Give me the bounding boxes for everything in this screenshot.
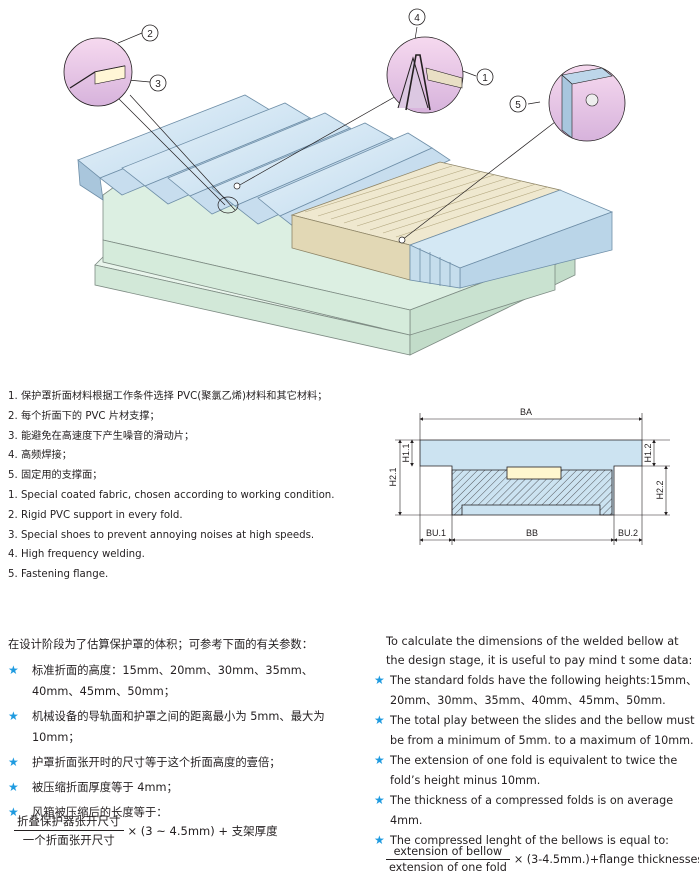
en-bullets: ★ The standard folds have the following h… <box>374 671 698 851</box>
en-formula-numerator: extension of bellow <box>386 845 510 860</box>
star-icon: ★ <box>8 805 19 819</box>
legend-zh-5: 5. 固定用的支撑面； <box>8 470 103 482</box>
dim-bb: BB <box>526 528 538 538</box>
en-bullet-4-text: The thickness of a compressed folds is o… <box>390 794 674 827</box>
zh-formula-denominator: 一个折面张开尺寸 <box>22 833 115 847</box>
en-bullet-2: ★ The total play between the slides and t… <box>374 711 698 750</box>
callout-3-label: 3 <box>155 79 161 90</box>
en-bullet-3: ★ The extension of one fold is equivalent… <box>374 751 698 790</box>
zh-bullet-2: ★ 机械设备的导轨面和护罩之间的距离最小为 5mm、最大为 10mm； <box>8 706 358 748</box>
en-bullet-1: ★ The standard folds have the following h… <box>374 671 698 710</box>
en-bullet-2-text: The total play between the slides and th… <box>390 714 695 747</box>
zh-bullet-1-text: 标准折面的高度：15mm、20mm、30mm、35mm、40mm、45mm、50… <box>32 664 314 698</box>
en-bullet-4: ★ The thickness of a compressed folds is … <box>374 791 698 830</box>
callout-marker-4: 4 <box>408 8 426 26</box>
callout-5-label: 5 <box>515 100 521 111</box>
dim-h1-2: H1.2 <box>643 443 653 462</box>
en-formula-fraction: extension of bellow extension of one fol… <box>386 845 510 874</box>
star-icon: ★ <box>374 713 385 727</box>
zh-bullet-2-text: 机械设备的导轨面和护罩之间的距离最小为 5mm、最大为 10mm； <box>32 710 325 744</box>
slide-shoe <box>506 466 562 480</box>
legend-zh-1: 1. 保护罩折面材料根据工作条件选择 PVC(聚氯乙烯)材料和其它材料； <box>8 391 328 402</box>
zh-bullet-3: ★ 护罩折面张开时的尺寸等于这个折面高度的壹倍； <box>8 752 358 773</box>
legend-zh-3: 3. 能避免在高速度下产生噪音的滑动片； <box>8 430 195 442</box>
callout-1-label: 1 <box>482 73 488 84</box>
zh-bullets: ★ 标准折面的高度：15mm、20mm、30mm、35mm、40mm、45mm、5… <box>8 660 358 823</box>
star-icon: ★ <box>374 753 385 767</box>
callout-4-label: 4 <box>414 13 420 24</box>
zh-bullet-5-text: 风箱被压缩后的长度等于： <box>32 806 168 819</box>
slide-section <box>451 469 613 516</box>
detail-circle-2-3 <box>63 37 133 107</box>
zh-bullet-5: ★ 风箱被压缩后的长度等于： <box>8 802 358 823</box>
en-formula-denominator: extension of one fold <box>389 861 507 874</box>
legend-zh-2: 2. 每个折面下的 PVC 片材支撑； <box>8 410 160 422</box>
design-notes-zh: 在设计阶段为了估算保护罩的体积；可参考下面的有关参数： ★ 标准折面的高度：15m… <box>8 634 358 823</box>
star-icon: ★ <box>374 793 385 807</box>
design-notes-en: To calculate the dimensions of the welde… <box>374 632 698 851</box>
legend-zh-4: 4. 高频焊接； <box>8 450 72 462</box>
legend-en-5: 5. Fastening flange. <box>8 569 109 581</box>
zh-formula-fraction: 折叠保护器张开尺寸 一个折面张开尺寸 <box>14 813 124 848</box>
zh-bullet-4-text: 被压缩折面厚度等于 4mm； <box>32 781 178 794</box>
en-intro: To calculate the dimensions of the welde… <box>386 635 693 667</box>
star-icon: ★ <box>8 755 19 769</box>
zh-bullet-1: ★ 标准折面的高度：15mm、20mm、30mm、35mm、40mm、45mm、5… <box>8 660 358 702</box>
legend-en-2: 2. Rigid PVC support in every fold. <box>8 509 183 521</box>
detail-circle-1-4 <box>386 36 464 114</box>
en-bullet-5-text: The compressed lenght of the bellows is … <box>390 834 669 847</box>
dim-h2-2: H2.2 <box>655 480 665 499</box>
callout-marker-3: 3 <box>149 74 167 92</box>
zh-formula-tail: × (3 ~ 4.5mm) + 支架厚度 <box>127 823 278 838</box>
star-icon: ★ <box>8 780 19 794</box>
en-formula-tail: × (3-4.5mm.)+flange thicknesses <box>513 853 699 866</box>
dim-ba: BA <box>520 407 532 417</box>
legend-en-1: 1. Special coated fabric, chosen accordi… <box>8 489 335 501</box>
zh-bullet-3-text: 护罩折面张开时的尺寸等于这个折面高度的壹倍； <box>32 756 281 769</box>
dim-bu1: BU.1 <box>426 528 446 538</box>
star-icon: ★ <box>374 673 385 687</box>
callout-marker-1: 1 <box>476 68 494 86</box>
star-icon: ★ <box>374 833 385 847</box>
callout-marker-5: 5 <box>509 95 527 113</box>
components-legend: 1. 保护罩折面材料根据工作条件选择 PVC(聚氯乙烯)材料和其它材料； 2. … <box>8 387 378 585</box>
en-bullet-1-text: The standard folds have the following he… <box>390 674 698 707</box>
zh-formula: 折叠保护器张开尺寸 一个折面张开尺寸 × (3 ~ 4.5mm) + 支架厚度 <box>14 813 278 848</box>
legend-en-3: 3. Special shoes to prevent annoying noi… <box>8 529 315 541</box>
bellows-illustration: 2 3 4 1 5 <box>63 8 626 356</box>
dim-bu2: BU.2 <box>618 528 638 538</box>
dim-h1-1: H1.1 <box>401 443 411 462</box>
legend-en-4: 4. High frequency welding. <box>8 549 145 561</box>
star-icon: ★ <box>8 709 19 723</box>
callout-2-label: 2 <box>147 29 153 40</box>
zh-formula-numerator: 折叠保护器张开尺寸 <box>14 813 124 831</box>
en-formula: extension of bellow extension of one fol… <box>386 845 699 874</box>
detail-circle-5 <box>548 64 626 142</box>
cross-section-diagram: BA BU.1 BB BU.2 H2.1 H1.1 H1.2 H2.2 <box>388 407 670 545</box>
bellows-right-folds <box>408 189 614 289</box>
star-icon: ★ <box>8 663 19 677</box>
callout-marker-2: 2 <box>141 24 159 42</box>
dim-h2-1: H2.1 <box>388 467 398 486</box>
en-bullet-3-text: The extension of one fold is equivalent … <box>390 754 678 787</box>
zh-bullet-4: ★ 被压缩折面厚度等于 4mm； <box>8 777 358 798</box>
zh-intro: 在设计阶段为了估算保护罩的体积；可参考下面的有关参数： <box>8 638 314 651</box>
en-bullet-5: ★ The compressed lenght of the bellows is… <box>374 831 698 851</box>
